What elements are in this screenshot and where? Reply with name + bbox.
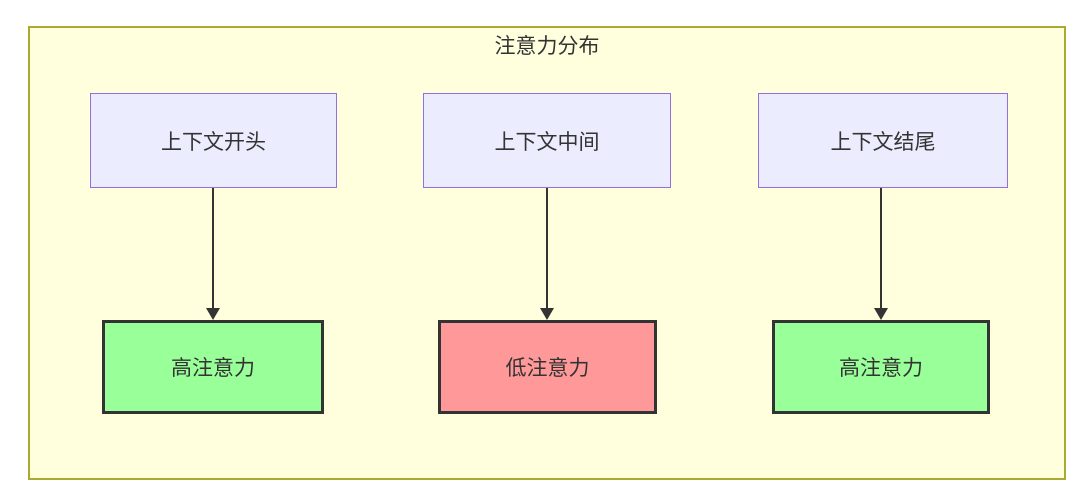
node-high-attention-right: 高注意力 (772, 320, 990, 414)
node-low-attention: 低注意力 (438, 320, 657, 414)
diagram-title: 注意力分布 (494, 35, 600, 58)
arrow-line (880, 188, 882, 309)
arrow-line (546, 188, 548, 309)
arrow-end-to-high-attention (874, 188, 888, 320)
attention-distribution-container: 注意力分布 上下文开头 上下文中间 上下文结尾 高注意力 低注意力 (28, 26, 1066, 480)
node-high-attention-right-label: 高注意力 (839, 357, 923, 380)
node-high-attention-left: 高注意力 (102, 320, 324, 414)
node-context-start: 上下文开头 (90, 93, 337, 188)
node-context-end: 上下文结尾 (758, 93, 1008, 188)
node-high-attention-left-label: 高注意力 (171, 357, 255, 380)
node-context-end-label: 上下文结尾 (830, 130, 936, 154)
node-low-attention-label: 低注意力 (505, 357, 590, 380)
node-context-middle: 上下文中间 (423, 93, 671, 188)
node-context-start-label: 上下文开头 (161, 130, 266, 154)
arrow-start-to-high-attention (206, 188, 220, 320)
arrow-middle-to-low-attention (540, 188, 554, 320)
arrowhead-down-icon (874, 308, 888, 320)
arrowhead-down-icon (540, 308, 554, 320)
node-context-middle-label: 上下文中间 (494, 130, 600, 154)
arrow-line (212, 188, 214, 309)
arrowhead-down-icon (206, 308, 220, 320)
